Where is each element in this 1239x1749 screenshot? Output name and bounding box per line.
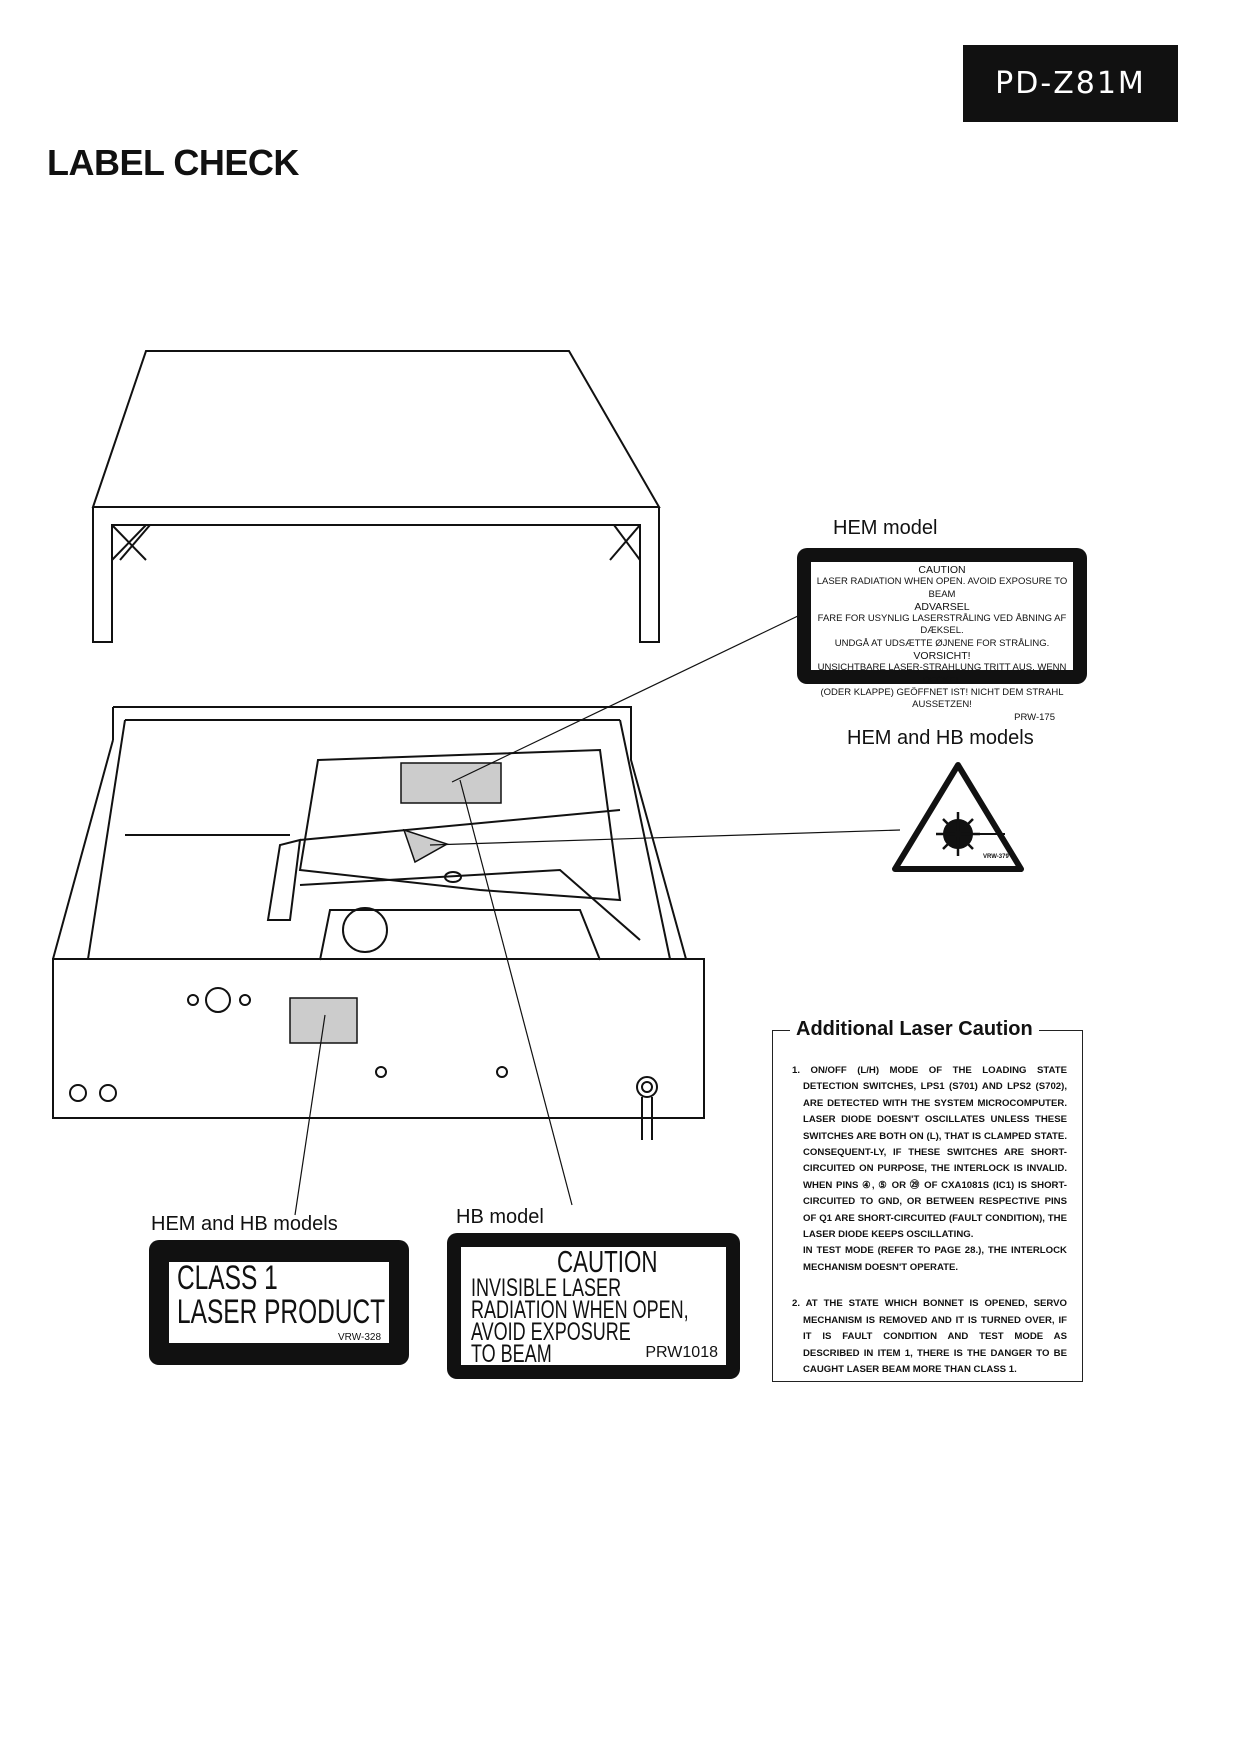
caption-hem-model: HEM model xyxy=(833,517,938,539)
hem-caution-label: CAUTION LASER RADIATION WHEN OPEN. AVOID… xyxy=(797,548,1087,723)
class1-line2: LASER PRODUCT xyxy=(177,1293,386,1331)
caution-item: IN TEST MODE (REFER TO PAGE 28.), THE IN… xyxy=(803,1245,1067,1273)
model-number-badge: PD-Z81M xyxy=(963,45,1178,122)
class1-laser-product-label: CLASS 1 LASER PRODUCT VRW-328 xyxy=(149,1240,409,1365)
caption-hb-model: HB model xyxy=(456,1206,544,1228)
class1-line1: CLASS 1 xyxy=(177,1259,278,1297)
hem-label-line: CAUTION xyxy=(918,564,966,576)
hb-label-line: AVOID EXPOSURE xyxy=(471,1318,631,1346)
chassis-drawing xyxy=(52,706,705,1140)
top-cover-drawing xyxy=(91,350,661,643)
hb-caution-label: CAUTION INVISIBLE LASER RADIATION WHEN O… xyxy=(447,1233,740,1379)
hem-label-code: PRW-175 xyxy=(1014,711,1055,723)
caution-item: 2. AT THE STATE WHICH BONNET IS OPENED, … xyxy=(792,1298,1067,1375)
page-title: LABEL CHECK xyxy=(47,142,299,183)
label-positions xyxy=(289,762,502,1044)
leader-lines xyxy=(294,614,901,1216)
hem-label-line: ADVARSEL xyxy=(914,600,970,613)
class1-code: VRW-328 xyxy=(338,1332,381,1343)
additional-caution-body: 1. ON/OFF (L/H) MODE OF THE LOADING STAT… xyxy=(792,1063,1067,1392)
additional-caution-title: Additional Laser Caution xyxy=(790,1018,1039,1041)
hem-label-line: LASER RADIATION WHEN OPEN. AVOID EXPOSUR… xyxy=(816,576,1068,600)
hb-label-heading: CAUTION xyxy=(557,1244,658,1279)
caption-hem-hb-models-class1: HEM and HB models xyxy=(151,1213,338,1235)
hb-label-code: PRW1018 xyxy=(645,1344,718,1361)
triangle-label-code: VRW-379 xyxy=(983,854,1009,860)
hb-label-line: RADIATION WHEN OPEN, xyxy=(471,1296,689,1324)
caption-hem-hb-models: HEM and HB models xyxy=(847,727,1034,749)
hem-label-line: UNSICHTBARE LASER-STRAHLUNG TRITT AUS, W… xyxy=(817,662,1067,686)
hem-label-line: UNDGÅ AT UDSÆTTE ØJNENE FOR STRÅLING. xyxy=(834,637,1050,649)
hem-label-line: FARE FOR USYNLIG LASERSTRÅLING VED ÅBNIN… xyxy=(817,613,1067,637)
hb-label-line: INVISIBLE LASER xyxy=(471,1274,622,1302)
hem-label-line: (ODER KLAPPE) GEÖFFNET IST! NICHT DEM ST… xyxy=(820,686,1064,711)
laser-warning-triangle-icon xyxy=(892,762,1024,872)
hb-label-line: TO BEAM xyxy=(471,1340,552,1368)
hem-label-line: VORSICHT! xyxy=(913,650,971,663)
caution-item: 1. ON/OFF (L/H) MODE OF THE LOADING STAT… xyxy=(792,1065,1067,1241)
